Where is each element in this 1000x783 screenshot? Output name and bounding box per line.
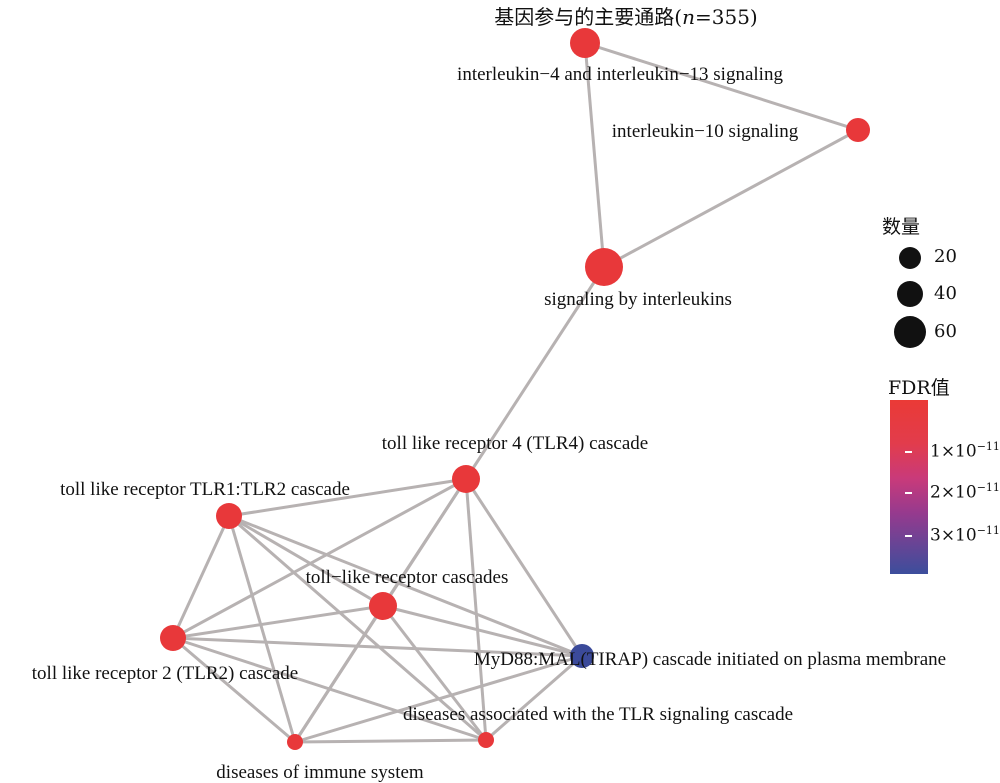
- node-label-il10: interleukin−10 signaling: [612, 121, 799, 142]
- size-legend-dot-20: [899, 247, 921, 269]
- node-label-tlr2: toll like receptor 2 (TLR2) cascade: [32, 663, 298, 684]
- node-label-sig_il: signaling by interleukins: [544, 289, 732, 310]
- edge-myd88-dis_immune: [294, 654, 583, 744]
- node-label-myd88: MyD88:MAL(TIRAP) cascade initiated on pl…: [474, 649, 946, 670]
- size-legend-label-20: 20: [934, 246, 957, 267]
- edge-tlr_cascades-tlr2: [172, 604, 384, 640]
- edge-tlr12-dis_immune: [227, 515, 297, 743]
- node-label-dis_immune: diseases of immune system: [216, 762, 424, 783]
- edge-dis_tlr-dis_immune: [294, 738, 487, 744]
- node-il10: [846, 118, 870, 142]
- node-label-dis_tlr: diseases associated with the TLR signali…: [403, 704, 793, 725]
- network-edges: [171, 41, 859, 744]
- edge-tlr4-tlr2: [172, 477, 467, 640]
- node-label-tlr_cascades: toll−like receptor cascades: [306, 567, 509, 588]
- size-legend-dot-40: [897, 281, 923, 307]
- size-legend-title: 数量: [882, 216, 921, 238]
- edge-il4_il13-sig_il: [583, 42, 606, 268]
- network-node-labels: interleukin−4 and interleukin−13 signali…: [32, 64, 946, 783]
- title-prefix: 基因参与的主要通路(: [494, 5, 683, 29]
- edge-tlr2-dis_immune: [172, 636, 296, 744]
- color-legend-title: FDR值: [888, 377, 950, 399]
- edge-tlr12-dis_tlr: [228, 514, 487, 742]
- node-tlr4: [452, 465, 480, 493]
- colorbar-label-3: 3×10−11: [930, 524, 1000, 546]
- node-sig_il: [585, 248, 623, 286]
- node-label-tlr12: toll like receptor TLR1:TLR2 cascade: [60, 479, 350, 500]
- edge-tlr4-myd88: [464, 478, 584, 657]
- edge-il4_il13-il10: [584, 41, 859, 132]
- edge-myd88-tlr2: [172, 636, 583, 658]
- size-legend-dot-60: [894, 316, 926, 348]
- figure-title: 基因参与的主要通路(n=355): [0, 1, 1000, 30]
- node-myd88: [570, 644, 594, 668]
- node-label-tlr4: toll like receptor 4 (TLR4) cascade: [382, 433, 648, 454]
- edge-il10-sig_il: [603, 128, 859, 269]
- edge-myd88-dis_tlr: [485, 654, 583, 742]
- colorbar-label-1: 1×10−11: [930, 440, 1000, 462]
- network-nodes: [160, 28, 870, 750]
- edge-tlr4-dis_tlr: [464, 478, 488, 741]
- edge-tlr12-tlr_cascades: [228, 514, 384, 608]
- edge-tlr12-tlr2: [171, 515, 231, 639]
- size-legend-label-40: 40: [934, 283, 957, 304]
- edge-sig_il-tlr4: [464, 266, 606, 480]
- node-il4_il13: [570, 28, 600, 58]
- node-tlr2: [160, 625, 186, 651]
- edge-tlr_cascades-dis_immune: [293, 605, 385, 743]
- node-tlr12: [216, 503, 242, 529]
- title-suffix: =355): [694, 5, 758, 29]
- edge-tlr_cascades-myd88: [382, 604, 583, 658]
- edge-tlr4-tlr12: [228, 477, 467, 518]
- size-legend-label-60: 60: [934, 321, 957, 342]
- edge-tlr12-myd88: [228, 514, 583, 658]
- colorbar-tick-3: [905, 535, 912, 537]
- node-label-il4_il13: interleukin−4 and interleukin−13 signali…: [457, 64, 783, 85]
- title-n-symbol: n: [682, 5, 695, 29]
- fdr-colorbar: [890, 400, 928, 574]
- colorbar-tick-1: [905, 451, 912, 453]
- colorbar-tick-2: [905, 492, 912, 494]
- node-dis_immune: [287, 734, 303, 750]
- node-dis_tlr: [478, 732, 494, 748]
- edge-tlr2-dis_tlr: [172, 636, 487, 742]
- node-tlr_cascades: [369, 592, 397, 620]
- edge-tlr_cascades-dis_tlr: [381, 605, 488, 741]
- size-legend-dots: [894, 247, 926, 348]
- colorbar-label-2: 2×10−11: [930, 481, 1000, 503]
